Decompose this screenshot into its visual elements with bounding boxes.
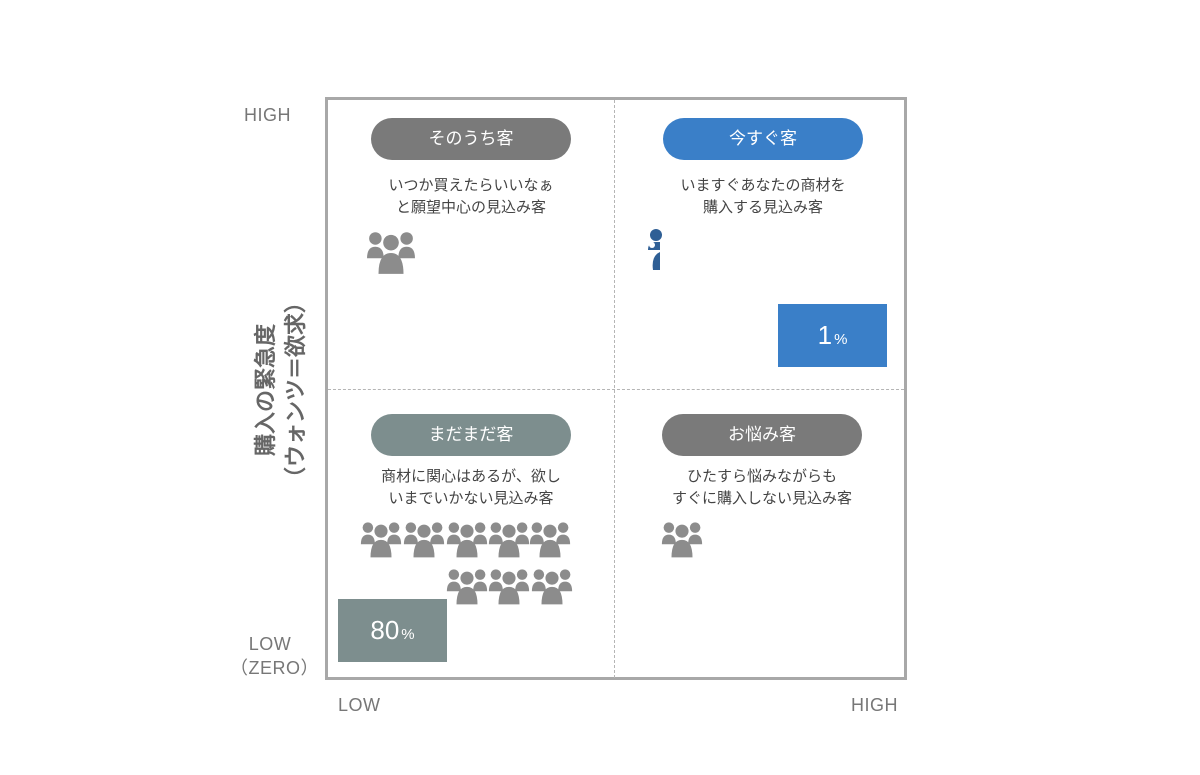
group-people-icon — [403, 519, 445, 559]
quadrant-top-right-description: いますぐあなたの商材を 購入する見込み客 — [643, 174, 883, 218]
y-axis-title: 購入の緊急度 （ウォンツ＝欲求） — [252, 291, 312, 489]
percent-box-now: 1% — [778, 304, 887, 367]
group-people-icon — [446, 566, 488, 606]
horizontal-divider — [328, 389, 904, 390]
group-people-icon — [488, 519, 530, 559]
group-people-icon — [661, 519, 703, 559]
y-axis-title-line1: 購入の緊急度 — [254, 323, 279, 457]
group-people-icon — [446, 519, 488, 559]
quadrant-bottom-right-description: ひたすら悩みながらも すぐに購入しない見込み客 — [642, 465, 882, 509]
group-people-icon — [488, 566, 530, 606]
quadrant-top-right-desc-line2: 購入する見込み客 — [702, 198, 823, 216]
y-axis-title-line2: （ウォンツ＝欲求） — [284, 290, 309, 490]
quadrant-bottom-right-desc-line2: すぐに購入しない見込み客 — [671, 489, 852, 507]
group-people-icon — [366, 229, 416, 275]
quadrant-top-right-desc-line1: いますぐあなたの商材を — [680, 176, 846, 194]
y-axis-low-label: LOW （ZERO） — [230, 632, 320, 680]
percent-unit-now: % — [834, 331, 848, 348]
quadrant-top-left-label: そのうち客 — [371, 118, 571, 160]
matrix-frame — [325, 97, 907, 680]
quadrant-bottom-left-desc-line2: いまでいかない見込み客 — [388, 489, 554, 507]
quadrant-top-left-desc-line1: いつか買えたらいいなぁ — [388, 176, 554, 194]
quadrant-bottom-left-description: 商材に関心はあるが、欲し いまでいかない見込み客 — [351, 465, 591, 509]
quadrant-top-left-description: いつか買えたらいいなぁ と願望中心の見込み客 — [351, 174, 591, 218]
x-axis-high-label: HIGH — [851, 695, 898, 715]
group-people-icon — [529, 519, 571, 559]
quadrant-top-left-desc-line2: と願望中心の見込み客 — [395, 198, 546, 216]
y-axis-low-line2: （ZERO） — [230, 658, 320, 678]
quadrant-bottom-left-desc-line1: 商材に関心はあるが、欲し — [381, 467, 561, 485]
quadrant-bottom-right-label: お悩み客 — [662, 414, 862, 456]
x-axis-low-label: LOW — [338, 695, 381, 715]
group-people-icon — [360, 519, 402, 559]
y-axis-low-line1: LOW — [248, 634, 292, 654]
y-axis-high-label: HIGH — [244, 105, 291, 125]
percent-value-not-yet: 80 — [370, 615, 400, 645]
single-person-icon — [648, 229, 662, 270]
quadrant-bottom-left-label: まだまだ客 — [371, 414, 571, 456]
group-people-icon — [531, 566, 573, 606]
percent-unit-not-yet: % — [401, 626, 415, 643]
quadrant-top-right-label: 今すぐ客 — [663, 118, 863, 160]
quadrant-bottom-right-desc-line1: ひたすら悩みながらも — [686, 467, 837, 485]
percent-box-not-yet: 80% — [338, 599, 447, 662]
percent-value-now: 1 — [817, 320, 833, 350]
